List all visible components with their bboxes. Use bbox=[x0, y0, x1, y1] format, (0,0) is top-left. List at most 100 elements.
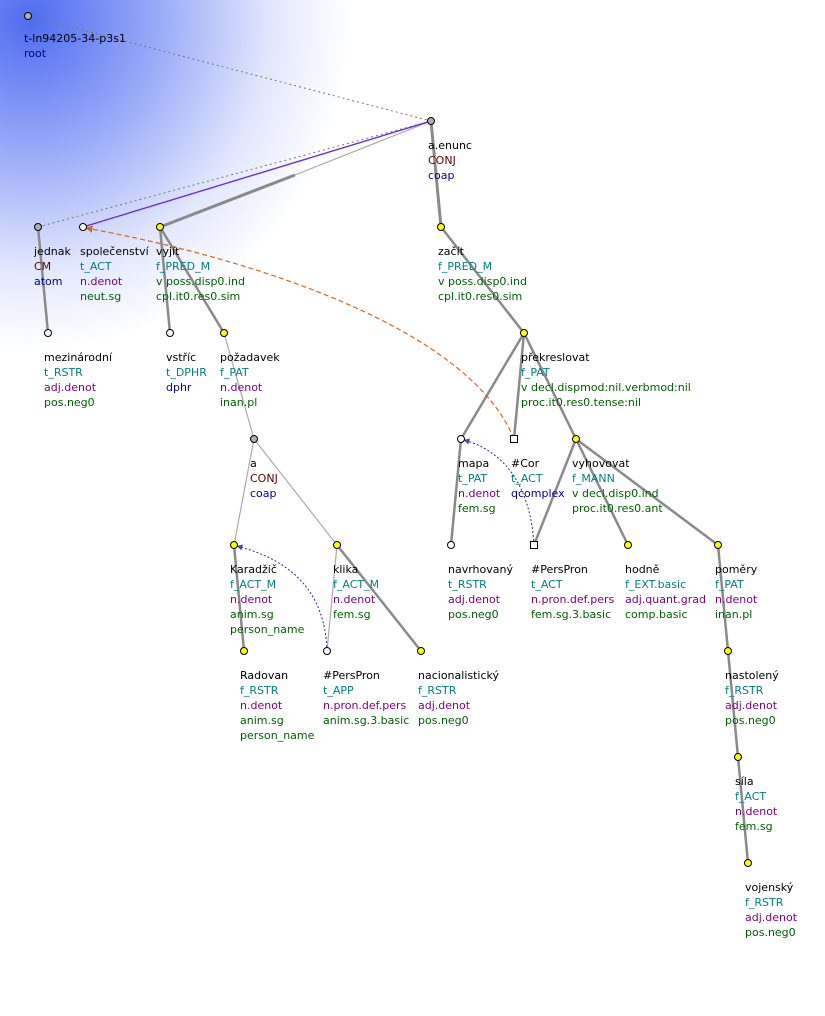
node-spolecenstvi bbox=[79, 223, 87, 231]
node-perspron1 bbox=[323, 647, 331, 655]
lemma-jednak: jednak bbox=[34, 245, 71, 258]
edge-klika-perspron1 bbox=[326, 544, 338, 652]
attr-karadzic-3: person_name bbox=[230, 623, 305, 636]
edge-aenunc-jednak bbox=[37, 120, 432, 228]
attr-aenunc-0: CONJ bbox=[428, 154, 456, 167]
edge-aenunc-spolecenstvi-highlight bbox=[82, 120, 432, 228]
attr-karadzic-2: anim.sg bbox=[230, 608, 274, 621]
attr-nacionalisticky-0: f_RSTR bbox=[418, 684, 457, 697]
attr-radovan-2: anim.sg bbox=[240, 714, 284, 727]
attr-pomery-2: inan.pl bbox=[715, 608, 753, 621]
node-aenunc bbox=[427, 117, 435, 125]
lemma-navrhovany: navrhovaný bbox=[448, 563, 513, 576]
lemma-karadzic: Karadžič bbox=[230, 563, 277, 576]
attr-prekreslovat-2: proc.it0.res0.tense:nil bbox=[521, 396, 642, 409]
lemma-radovan: Radovan bbox=[240, 669, 289, 682]
edge-prekreslovat-mapa bbox=[459, 332, 526, 440]
attr-vyhovovat-1: v decl.disp0.ind bbox=[572, 487, 659, 500]
node-perspron2 bbox=[530, 541, 538, 549]
edge-aenunc-vyjit-thick bbox=[159, 173, 296, 229]
attr-nacionalisticky-1: adj.denot bbox=[418, 699, 471, 712]
lemma-perspron1: #PersPron bbox=[323, 669, 380, 682]
lemma-aenunc: a.enunc bbox=[428, 139, 472, 152]
attr-perspron1-0: t_APP bbox=[323, 684, 354, 697]
edge-klika-nacionalisticky bbox=[336, 544, 422, 652]
lemma-perspron2: #PersPron bbox=[531, 563, 588, 576]
lemma-nastoleny: nastolený bbox=[725, 669, 779, 682]
node-pozadavek bbox=[220, 329, 228, 337]
lemma-klika: klika bbox=[333, 563, 359, 576]
lemma-mezinarodni: mezinárodní bbox=[44, 351, 113, 364]
node-jednak bbox=[34, 223, 42, 231]
lemma-vyhovovat: vyhovovat bbox=[572, 457, 630, 470]
attr-vstric-0: t_DPHR bbox=[166, 366, 207, 379]
lemma-nacionalisticky: nacionalistický bbox=[418, 669, 500, 682]
attr-nastoleny-1: adj.denot bbox=[725, 699, 778, 712]
attr-pomery-0: f_PAT bbox=[715, 578, 744, 591]
node-nastoleny bbox=[724, 647, 732, 655]
attr-vojensky-0: f_RSTR bbox=[745, 896, 784, 909]
attr-klika-2: fem.sg bbox=[333, 608, 371, 621]
attr-karadzic-0: f_ACT_M bbox=[230, 578, 277, 591]
attr-radovan-0: f_RSTR bbox=[240, 684, 279, 697]
edge-aenunc-zacit bbox=[429, 120, 443, 228]
attr-mapa-0: t_PAT bbox=[458, 472, 488, 485]
node-vstric bbox=[166, 329, 174, 337]
node-a bbox=[250, 435, 258, 443]
attr-prekreslovat-1: v decl.dispmod:nil.verbmod:nil bbox=[521, 381, 691, 394]
edge-nastoleny-sila bbox=[726, 650, 740, 758]
attr-vojensky-1: adj.denot bbox=[745, 911, 798, 924]
node-klika bbox=[333, 541, 341, 549]
edge-vyhovovat-hodne bbox=[574, 438, 630, 546]
edge-vyhovovat-pomery bbox=[575, 437, 719, 547]
attr-navrhovany-1: adj.denot bbox=[448, 593, 501, 606]
attr-vyjit-1: v poss.disp0.ind bbox=[156, 275, 245, 288]
attr-jednak-0: CM bbox=[34, 260, 52, 273]
node-prekreslovat bbox=[520, 329, 528, 337]
attr-zacit-1: v poss.disp0.ind bbox=[438, 275, 527, 288]
node-nacionalisticky bbox=[417, 647, 425, 655]
edge-jednak-mezinarodni bbox=[36, 226, 50, 334]
attr-hodne-1: adj.quant.grad bbox=[625, 593, 706, 606]
attr-a-1: coap bbox=[250, 487, 277, 500]
edge-vyjit-vstric bbox=[158, 226, 172, 334]
attr-radovan-3: person_name bbox=[240, 729, 315, 742]
node-zacit bbox=[437, 223, 445, 231]
edge-a-klika bbox=[253, 438, 338, 546]
attr-radovan-1: n.denot bbox=[240, 699, 283, 712]
attr-nacionalisticky-2: pos.neg0 bbox=[418, 714, 469, 727]
lemma-a: a bbox=[250, 457, 257, 470]
attr-vstric-1: dphr bbox=[166, 381, 192, 394]
attr-pozadavek-2: inan.pl bbox=[220, 396, 258, 409]
node-cor bbox=[510, 435, 518, 443]
node-navrhovany bbox=[447, 541, 455, 549]
attr-prekreslovat-0: f_PAT bbox=[521, 366, 550, 379]
attr-hodne-0: f_EXT.basic bbox=[625, 578, 687, 591]
attr-perspron2-0: t_ACT bbox=[531, 578, 563, 591]
edge-vyhovovat-perspron2 bbox=[532, 438, 578, 546]
edge-prekreslovat-vyhovovat bbox=[522, 332, 578, 440]
lemma-sila: síla bbox=[735, 775, 754, 788]
lemma-pozadavek: požadavek bbox=[220, 351, 280, 364]
attr-perspron1-2: anim.sg.3.basic bbox=[323, 714, 410, 727]
label-radovan: Radovan f_RSTR n.denot anim.sg person_name bbox=[240, 668, 314, 743]
attr-sila-2: fem.sg bbox=[735, 820, 773, 833]
lemma-spolecenstvi: společenství bbox=[80, 245, 149, 258]
coref-cor-spolecenstvi bbox=[85, 225, 515, 440]
lemma-vstric: vstříc bbox=[166, 351, 197, 364]
